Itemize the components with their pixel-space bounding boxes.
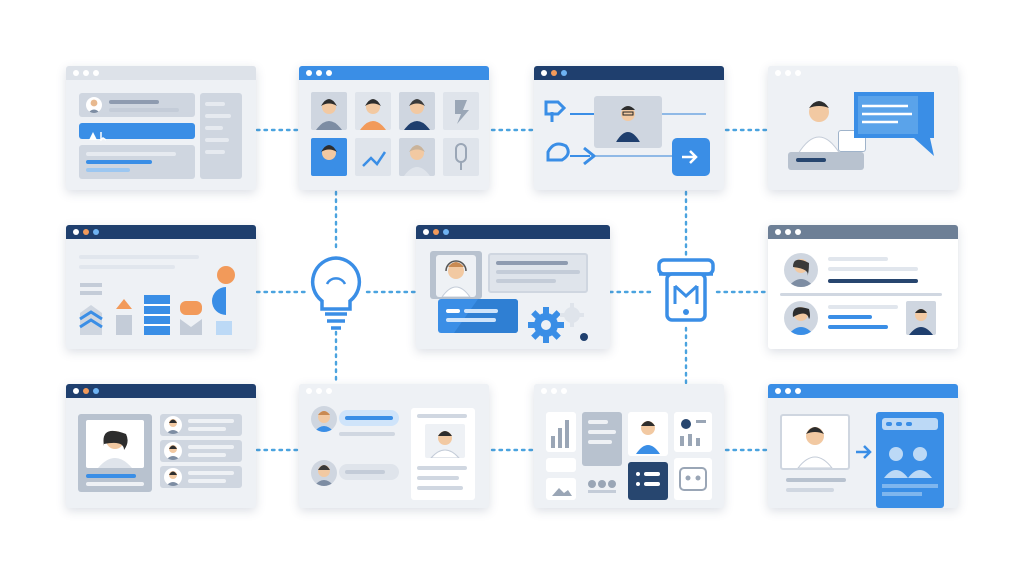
- arrow-right-icon: [854, 444, 874, 464]
- window-titlebar: [66, 384, 256, 398]
- person-avatar: [614, 102, 642, 142]
- team-icon: [588, 480, 616, 493]
- window-titlebar: [768, 66, 958, 80]
- avatar: [86, 97, 102, 113]
- avatar-tile[interactable]: [311, 138, 347, 176]
- list-avatar: [164, 416, 182, 434]
- speech-bubble-icon: [852, 90, 938, 166]
- user-avatar: [311, 460, 337, 486]
- chat-bubbles-window[interactable]: [299, 384, 489, 508]
- lightbulb-icon: [305, 252, 367, 336]
- window-titlebar: [768, 384, 958, 398]
- chat-face-icon: [679, 467, 707, 491]
- selected-chat-row[interactable]: [79, 123, 195, 139]
- cursor-icon: [88, 126, 110, 145]
- list-tile[interactable]: [628, 462, 668, 500]
- contact-avatar: [784, 301, 818, 335]
- caller-avatar: [788, 418, 842, 468]
- window-titlebar: [768, 225, 958, 239]
- list-avatar: [164, 468, 182, 486]
- person-avatar: [794, 94, 844, 154]
- participants-icon: [882, 447, 938, 496]
- agent-avatar: [425, 424, 465, 458]
- contact-list-window[interactable]: [768, 225, 958, 349]
- list-avatar: [164, 442, 182, 460]
- contact-avatar: [784, 253, 818, 287]
- window-titlebar: [534, 384, 724, 398]
- profile-photo: [86, 420, 144, 468]
- support-agent-avatar: [436, 255, 476, 297]
- contact-thumbnail: [906, 301, 936, 335]
- window-titlebar: [534, 66, 724, 80]
- flow-diagram: [544, 100, 706, 166]
- video-call-window[interactable]: [768, 384, 958, 508]
- avatar-tile[interactable]: [443, 138, 479, 176]
- gear-icon: [524, 301, 594, 349]
- chat-list-window[interactable]: [66, 66, 256, 190]
- user-avatar: [632, 414, 664, 454]
- stats-icon: [680, 419, 706, 446]
- speech-bubble-window[interactable]: [768, 66, 958, 190]
- window-titlebar: [66, 225, 256, 239]
- avatar-tile[interactable]: [355, 92, 391, 130]
- window-titlebar: [66, 66, 256, 80]
- avatar-tile[interactable]: [355, 138, 391, 176]
- bar-chart-icon: [551, 420, 569, 448]
- flow-window[interactable]: [534, 66, 724, 190]
- profile-list-window[interactable]: [66, 384, 256, 508]
- avatar-tile[interactable]: [311, 92, 347, 130]
- avatar-grid-window[interactable]: [299, 66, 489, 190]
- window-titlebar: [299, 384, 489, 398]
- profile-card-window[interactable]: [416, 225, 610, 349]
- dashboard-window[interactable]: [534, 384, 724, 508]
- user-avatar: [311, 406, 337, 432]
- window-titlebar: [416, 225, 610, 239]
- bar-chart-graphic: [79, 266, 235, 335]
- arrow-right-icon: [680, 148, 702, 170]
- bar-chart-window[interactable]: [66, 225, 256, 349]
- mobile-device-icon: [655, 256, 717, 332]
- image-icon: [552, 488, 572, 496]
- window-titlebar: [299, 66, 489, 80]
- avatar-tile[interactable]: [399, 138, 435, 176]
- avatar-tile[interactable]: [443, 92, 479, 130]
- avatar-tile[interactable]: [399, 92, 435, 130]
